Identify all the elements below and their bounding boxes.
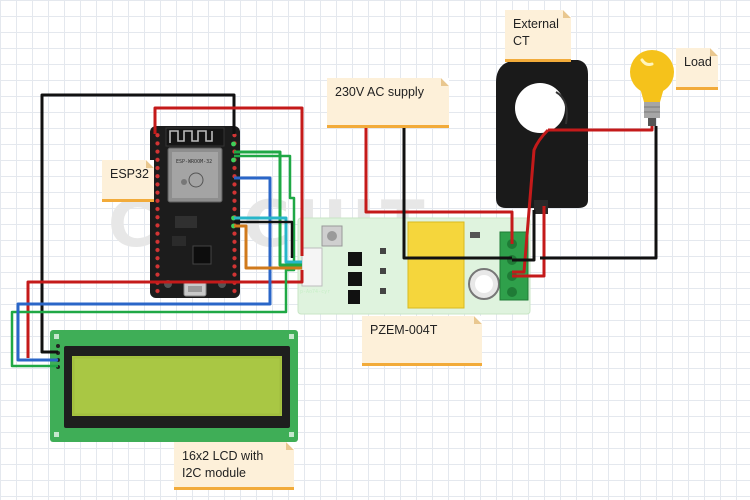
esp32-label: ESP32 (102, 160, 154, 202)
current-transformer (496, 59, 588, 214)
svg-text:ESP-WROOM-32: ESP-WROOM-32 (176, 159, 212, 165)
pzem-board-marking: p-Ao74-cyr (300, 289, 331, 295)
lcd-label-text: 16x2 LCD with I2C module (182, 449, 264, 480)
ac-supply-label: 230V AC supply (327, 78, 449, 128)
load-label: Load (676, 48, 718, 90)
lcd-module (50, 330, 298, 442)
external-ct-label-text: External CT (513, 17, 559, 48)
pzem-board (297, 217, 531, 315)
pzem-label: PZEM-004T (362, 316, 482, 366)
esp32-board: ESP-WROOM-32 (150, 126, 240, 298)
wires (10, 93, 658, 368)
load-label-text: Load (684, 55, 712, 69)
lcd-label: 16x2 LCD with I2C module (174, 442, 294, 490)
load-bulb (630, 50, 674, 126)
esp32-label-text: ESP32 (110, 167, 149, 181)
pzem-label-text: PZEM-004T (370, 323, 438, 337)
external-ct-label: External CT (505, 10, 571, 62)
ac-supply-label-text: 230V AC supply (335, 85, 424, 99)
